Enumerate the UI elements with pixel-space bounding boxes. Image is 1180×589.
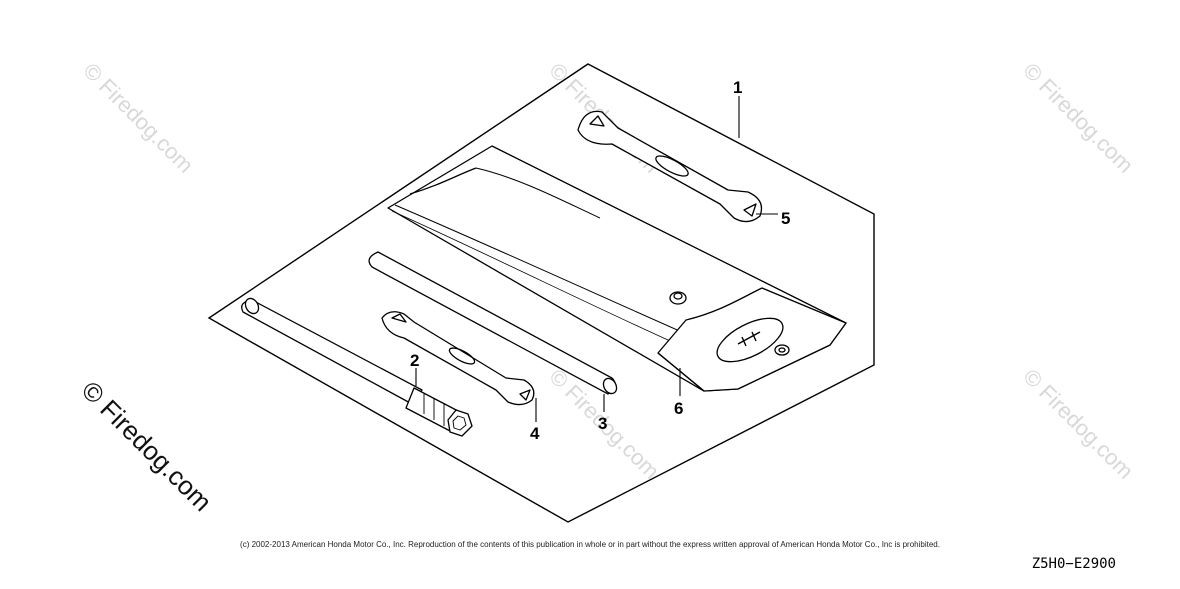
watermark-top-left: © Firedog.com: [78, 58, 198, 178]
large-wrench: [577, 110, 763, 223]
tool-pouch: [387, 145, 847, 392]
small-wrench: [381, 311, 535, 406]
callout-2: 2: [410, 351, 419, 370]
callout-3: 3: [598, 414, 607, 433]
watermark-bold-left: © Firedog.com: [76, 375, 218, 517]
callout-5: 5: [781, 209, 790, 228]
callout-4: 4: [530, 424, 540, 443]
callout-6: 6: [674, 399, 683, 418]
watermark-mid-right: © Firedog.com: [1018, 364, 1138, 484]
handle-rod: [368, 251, 618, 395]
watermark-top-right: © Firedog.com: [1018, 58, 1138, 178]
spark-plug-wrench: [241, 297, 473, 437]
tool-kit-outline: [207, 63, 875, 523]
diagram-code: Z5H0−E2900: [1031, 556, 1116, 572]
leader-lines: [415, 96, 778, 422]
copyright-notice: (c) 2002-2013 American Honda Motor Co., …: [240, 540, 940, 549]
callout-1: 1: [733, 78, 742, 97]
